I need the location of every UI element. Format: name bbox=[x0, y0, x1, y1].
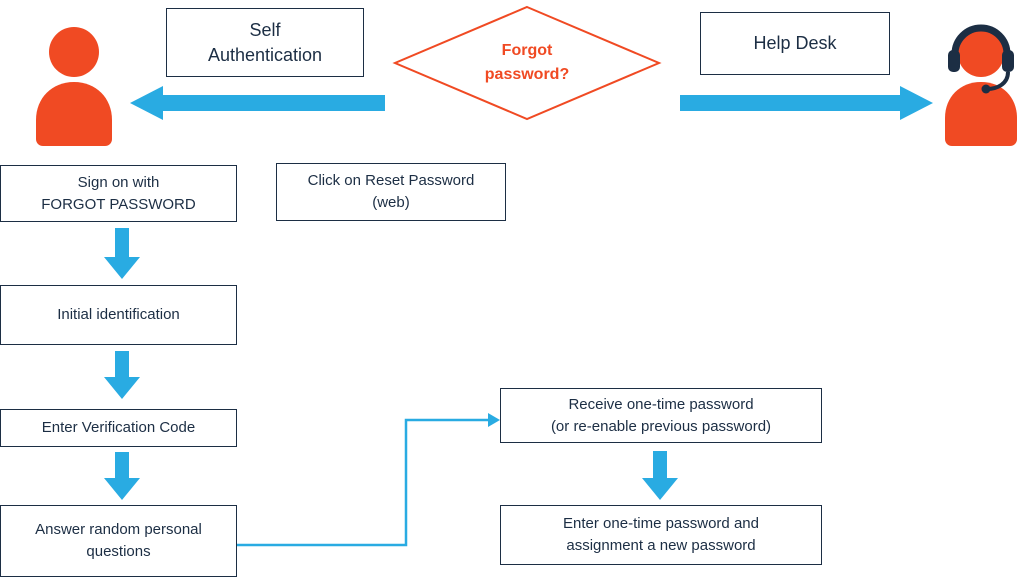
title-line: Help Desk bbox=[753, 33, 837, 54]
decision-line: Forgot bbox=[501, 42, 553, 59]
step-enter-one-time-password: Enter one-time password and assignment a… bbox=[500, 505, 822, 565]
step-line: FORGOT PASSWORD bbox=[41, 195, 196, 213]
user-icon bbox=[28, 26, 120, 151]
support-agent-icon bbox=[938, 22, 1024, 151]
step-line: Enter Verification Code bbox=[41, 419, 196, 437]
step-receive-one-time-password: Receive one-time password (or re-enable … bbox=[500, 388, 822, 443]
step-line: Enter one-time password and bbox=[563, 515, 759, 533]
step-line: questions bbox=[86, 543, 151, 560]
diamond-shape-icon bbox=[392, 5, 662, 121]
step-enter-verification-code: Enter Verification Code bbox=[0, 409, 237, 447]
step-line: Initial identification bbox=[57, 306, 180, 324]
self-authentication-title: Self Authentication bbox=[166, 8, 364, 77]
connector-questions-to-receive-otp bbox=[237, 413, 500, 547]
step-click-reset-password-web: Click on Reset Password (web) bbox=[276, 163, 506, 221]
arrow-down-sign-on-to-initial-id bbox=[104, 228, 140, 279]
step-line: Sign on with bbox=[77, 173, 160, 191]
decision-line: password? bbox=[484, 66, 570, 83]
step-sign-on-forgot-password: Sign on with FORGOT PASSWORD bbox=[0, 165, 237, 222]
step-line: Receive one-time password bbox=[568, 395, 754, 413]
step-answer-personal-questions: Answer random personal questions bbox=[0, 505, 237, 577]
step-line: (web) bbox=[372, 194, 410, 211]
title-line: Self bbox=[249, 20, 281, 41]
decision-label: Forgot password? bbox=[391, 4, 663, 122]
arrow-down-verification-to-questions bbox=[104, 452, 140, 500]
arrow-down-initial-id-to-verification bbox=[104, 351, 140, 399]
step-line: assignment a new password bbox=[566, 537, 756, 554]
step-initial-identification: Initial identification bbox=[0, 285, 237, 345]
title-line: Authentication bbox=[207, 44, 323, 65]
arrow-down-receive-to-enter-otp bbox=[642, 451, 678, 500]
step-line: Click on Reset Password bbox=[307, 172, 475, 190]
step-line: (or re-enable previous password) bbox=[550, 417, 772, 435]
help-desk-title: Help Desk bbox=[700, 12, 890, 75]
arrow-left-to-self-auth bbox=[130, 86, 385, 120]
step-line: Answer random personal bbox=[35, 521, 202, 539]
arrow-right-to-help-desk bbox=[680, 86, 933, 120]
decision-forgot-password: Forgot password? bbox=[391, 4, 663, 122]
